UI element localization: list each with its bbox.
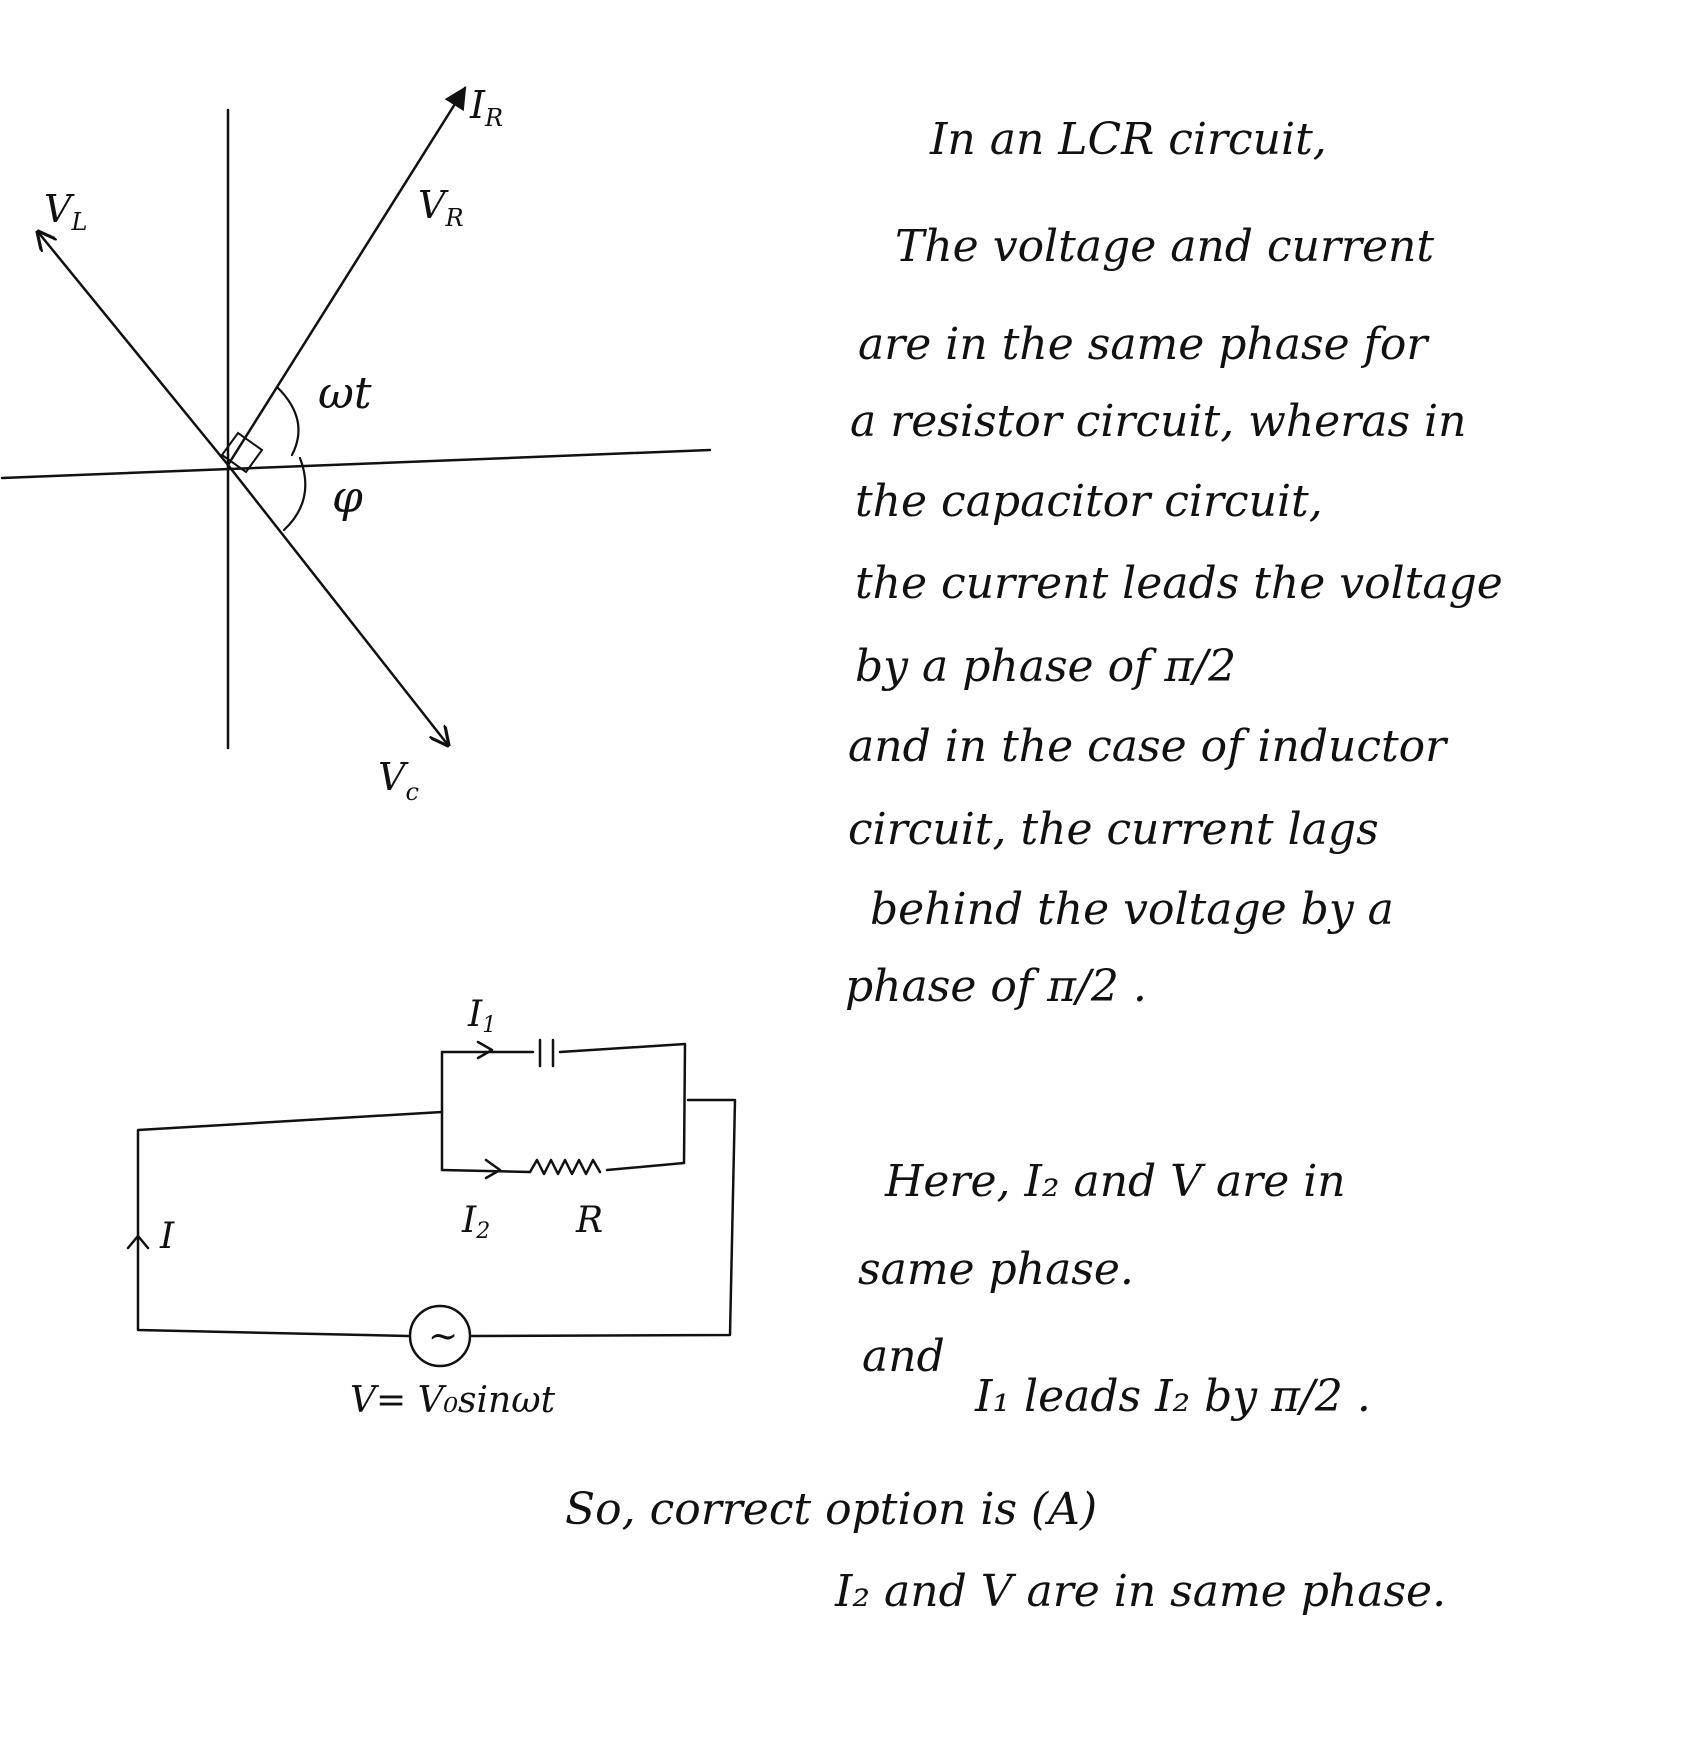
outer-wire-right: [470, 1098, 737, 1338]
note-line-7: and in the case of inductor: [848, 721, 1447, 772]
i2-arrow: [484, 1158, 502, 1180]
vc-label: Vc: [378, 755, 419, 806]
phi-arc: [282, 456, 307, 532]
ir-label: IR: [469, 83, 503, 132]
horizontal-axis: [0, 448, 712, 480]
notes-heading: In an LCR circuit,: [930, 114, 1327, 165]
omega-t-label: ωt: [318, 368, 372, 419]
i2-label: I2: [461, 1200, 490, 1244]
note-line-6: by a phase of π/2: [855, 641, 1237, 692]
note-line-9: behind the voltage by a: [870, 884, 1394, 935]
resistor: [528, 1158, 602, 1176]
so-line: So, correct option is (A): [565, 1484, 1098, 1535]
phi-label: φ: [332, 472, 363, 523]
i1-label: I1: [467, 994, 496, 1038]
phasor-diagram: [0, 86, 712, 748]
and-word: and: [862, 1331, 945, 1382]
outer-wire: [136, 1110, 444, 1338]
note-line-3: a resistor circuit, wheras in: [850, 396, 1467, 447]
note-line-2: are in the same phase for: [858, 319, 1428, 370]
i1-arrow: [476, 1040, 494, 1060]
i-arrow: [126, 1234, 150, 1250]
right-angle-mark: [220, 431, 264, 474]
vr-label: VR: [418, 183, 464, 232]
upper-branch-right: [558, 1042, 687, 1165]
phasor-labels: IR VR VL Vc ωt φ: [44, 83, 503, 806]
vl-phasor: [38, 232, 230, 467]
lower-branch-left: [440, 1168, 532, 1174]
note-line-1: The voltage and current: [895, 221, 1435, 272]
ir-phasor: [226, 86, 467, 467]
lower-branch-right: [605, 1161, 686, 1172]
circuit-diagram: [126, 1038, 737, 1368]
r-label: R: [575, 1200, 603, 1241]
vl-label: VL: [44, 187, 87, 236]
circuit-labels: I1 I2 R I ~ V= V₀sinωt: [159, 994, 603, 1421]
here-line-1: Here, I₂ and V are in: [885, 1156, 1346, 1207]
note-line-10: phase of π/2 .: [845, 961, 1147, 1012]
vc-phasor: [226, 463, 448, 745]
omega-t-arc: [276, 386, 300, 457]
leads-line: I₁ leads I₂ by π/2 .: [975, 1371, 1371, 1422]
ac-source: [408, 1304, 472, 1368]
note-line-5: the current leads the voltage: [855, 558, 1503, 609]
final-line: I₂ and V are in same phase.: [835, 1566, 1447, 1617]
i-label: I: [159, 1216, 175, 1257]
note-line-8: circuit, the current lags: [848, 804, 1379, 855]
here-line-2: same phase.: [858, 1244, 1134, 1295]
upper-branch-left: [440, 1050, 535, 1172]
note-line-4: the capacitor circuit,: [855, 476, 1323, 527]
source-equation: V= V₀sinωt: [350, 1380, 556, 1421]
source-symbol: ~: [428, 1316, 458, 1357]
